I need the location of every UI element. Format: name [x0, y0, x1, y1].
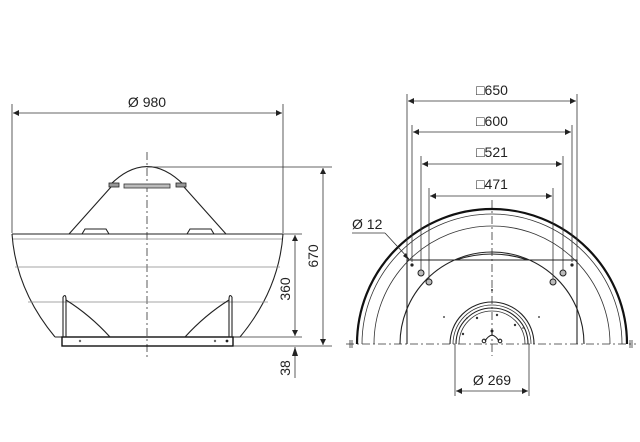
mounting-hole-icon: [570, 263, 574, 267]
dot: [491, 289, 493, 291]
hub-node: [497, 338, 503, 344]
bracket-curve-right: [184, 299, 230, 338]
rim-inner-arc: [361, 213, 623, 345]
mounting-hole-icon: [425, 278, 433, 286]
mounting-plate: [406, 259, 578, 344]
square-521-label: □521: [476, 144, 508, 160]
motor-cone-right: [183, 186, 227, 235]
diameter-980-label: Ø 980: [128, 94, 166, 110]
mounting-hole-icon: [410, 263, 414, 267]
lifting-handle-left: [81, 228, 110, 235]
arrowhead: [292, 347, 298, 356]
dome-cap: [109, 165, 185, 186]
base-frame: [61, 336, 234, 347]
hub-node: [490, 329, 494, 333]
height-670-label: 670: [305, 244, 321, 268]
outlet-ring-3: [455, 307, 529, 345]
vent-plate-right: [175, 182, 187, 188]
plate-arc: [455, 253, 529, 261]
bolt-hole: [213, 339, 217, 343]
height-360-label: 360: [277, 277, 293, 301]
lifting-handle-right: [186, 228, 215, 235]
outlet-ring-outer: [449, 301, 535, 345]
outer-rim-arc: [355, 207, 629, 345]
square-471-label: □471: [476, 176, 508, 192]
vent-plate-left: [108, 182, 120, 188]
outlet-ring-inner: [458, 310, 526, 345]
dot: [461, 332, 465, 336]
bolt-hole: [78, 339, 82, 343]
hub-node: [481, 338, 487, 344]
dot: [443, 316, 445, 318]
hole-diameter-12-label: Ø 12: [352, 216, 383, 232]
motor-cone-left: [68, 186, 112, 235]
arrowhead: [403, 253, 409, 260]
dot: [475, 316, 479, 320]
mounting-hole-icon: [559, 269, 567, 277]
bracket-post-left-inner: [62, 294, 67, 337]
dot: [495, 313, 499, 317]
side-view: [11, 104, 332, 378]
inner-housing-arc: [399, 251, 585, 345]
vent-plate-center: [123, 183, 171, 189]
mounting-hole-icon: [549, 278, 557, 286]
housing-side-left: [11, 233, 56, 338]
dot: [522, 327, 524, 329]
housing-side-right: [239, 233, 284, 338]
dot: [538, 316, 540, 318]
dot: [513, 323, 517, 327]
mounting-hole-icon: [417, 269, 425, 277]
bracket-post-right-inner: [228, 294, 233, 337]
square-600-label: □600: [476, 113, 508, 129]
dot: [466, 317, 468, 319]
bracket-curve-left: [65, 299, 111, 338]
top-view: [346, 94, 636, 396]
outlet-ring-2: [452, 304, 532, 345]
square-650-label: □650: [476, 82, 508, 98]
housing-arc: [373, 225, 611, 345]
outlet-diameter-269-label: Ø 269: [473, 372, 511, 388]
bolt-hole: [225, 339, 229, 343]
height-38-label: 38: [277, 360, 293, 376]
